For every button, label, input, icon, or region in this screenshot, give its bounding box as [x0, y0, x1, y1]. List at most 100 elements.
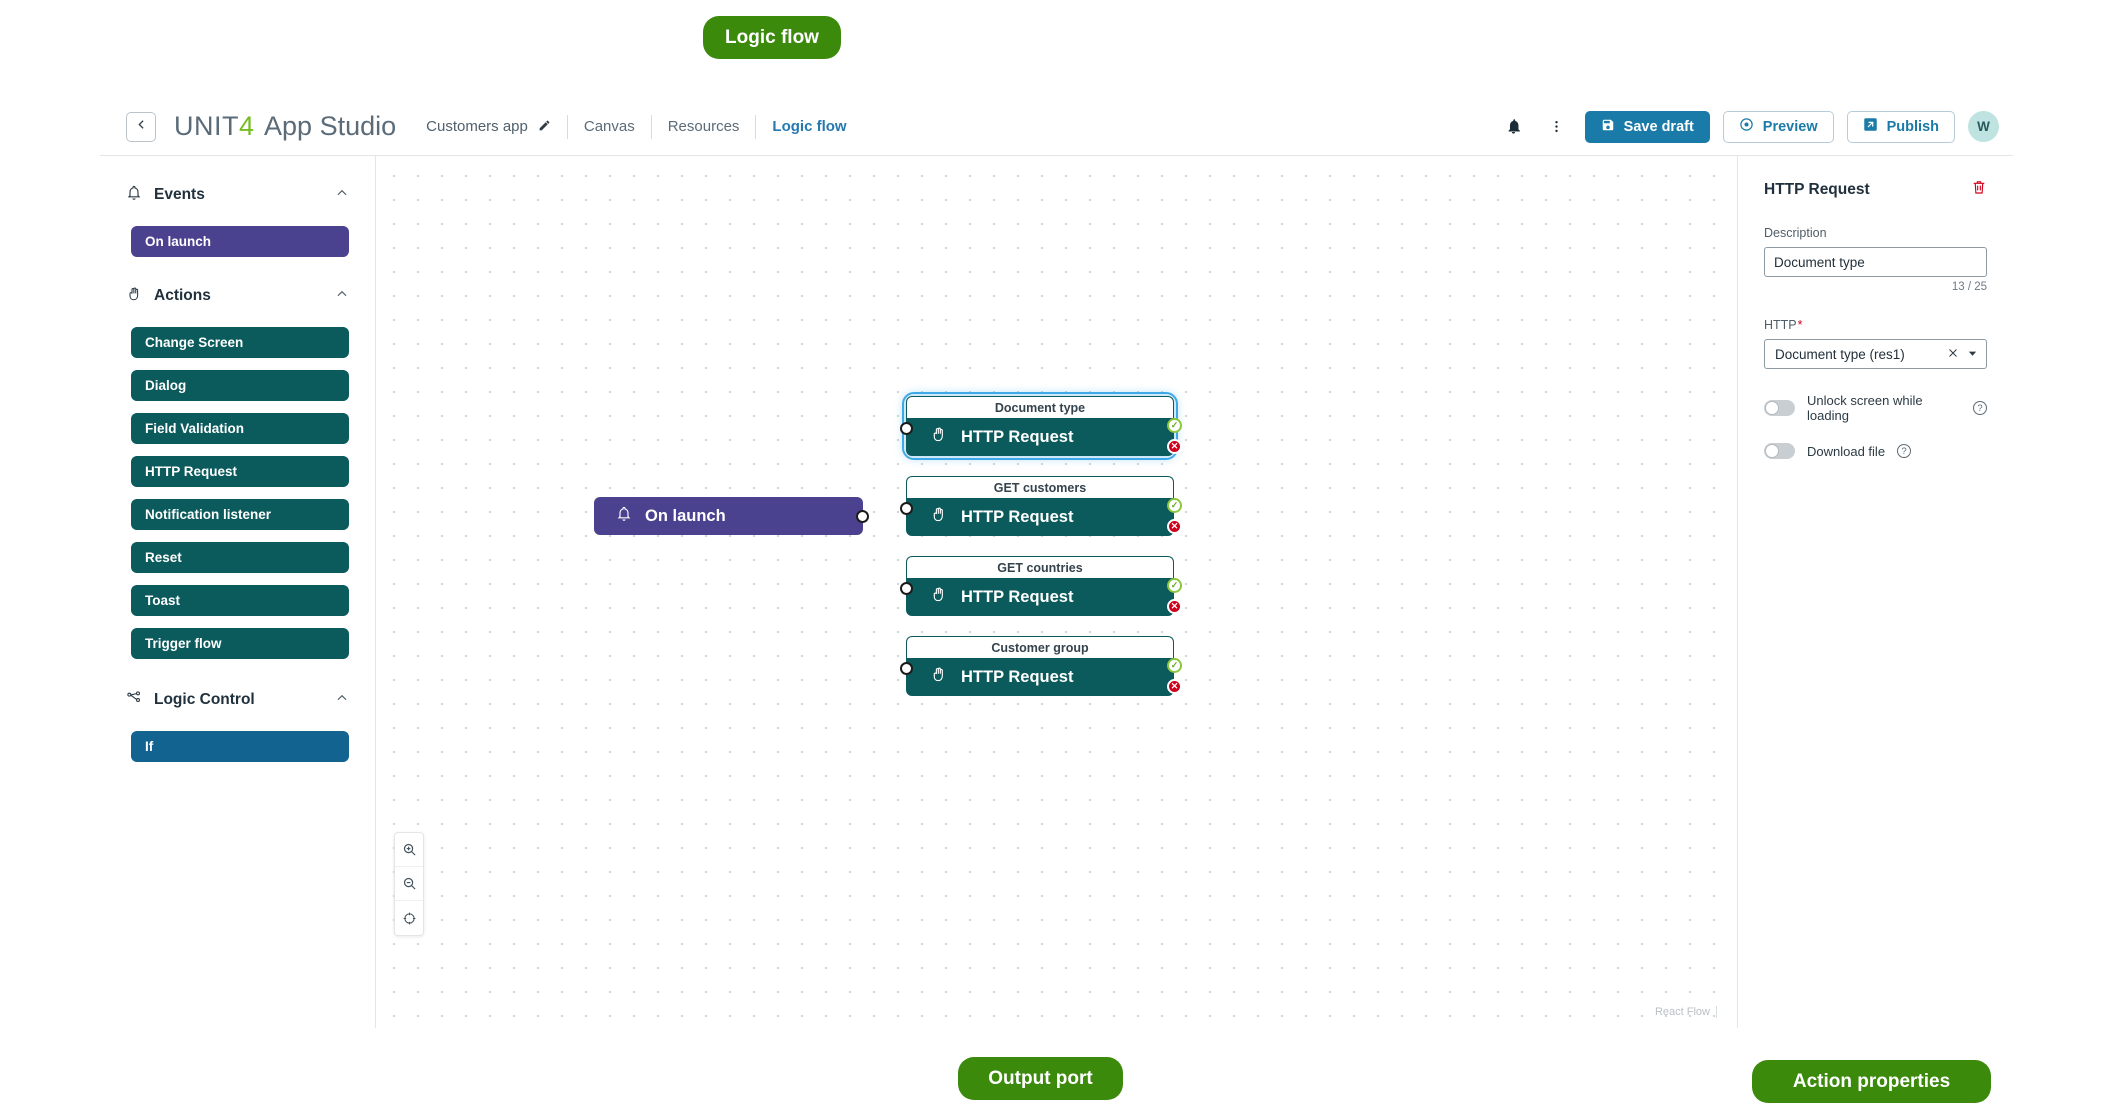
node-error-port[interactable]: ✕: [1167, 599, 1182, 614]
hand-icon: [930, 426, 947, 448]
bell-icon[interactable]: [1499, 112, 1529, 142]
flow-edges: [376, 156, 676, 306]
unlock-screen-toggle[interactable]: [1764, 400, 1795, 416]
palette-events-list: On launch: [100, 212, 375, 269]
zoom-out-icon[interactable]: [395, 867, 423, 901]
chevron-up-icon: [335, 186, 349, 205]
trash-icon[interactable]: [1971, 178, 1987, 201]
node-success-port[interactable]: ✓: [1167, 578, 1182, 593]
flow-node-get-countries[interactable]: GET countries HTTP Request ✓ ✕: [900, 556, 1182, 616]
node-body-document-type[interactable]: HTTP Request: [906, 418, 1174, 456]
palette-section-actions[interactable]: Actions: [100, 279, 375, 313]
annotation-action-properties: Action properties: [1752, 1060, 1991, 1103]
brand-studio-text: App Studio: [264, 111, 397, 141]
save-draft-label: Save draft: [1623, 118, 1694, 135]
palette-chip-on-launch[interactable]: On launch: [131, 226, 349, 257]
palette-chip-http-request[interactable]: HTTP Request: [131, 456, 349, 487]
preview-label: Preview: [1762, 118, 1818, 135]
avatar[interactable]: W: [1968, 111, 1999, 142]
annotation-output-port: Output port: [958, 1057, 1123, 1100]
save-draft-button[interactable]: Save draft: [1584, 110, 1710, 143]
node-success-port[interactable]: ✓: [1167, 498, 1182, 513]
node-success-port[interactable]: ✓: [1167, 658, 1182, 673]
node-error-port[interactable]: ✕: [1167, 439, 1182, 454]
breadcrumb: Customers app Canvas Resources Logic flo…: [426, 114, 847, 139]
pencil-icon[interactable]: [538, 119, 551, 135]
flow-node-document-type[interactable]: Document type HTTP Request ✓ ✕: [900, 392, 1182, 460]
palette-chip-reset[interactable]: Reset: [131, 542, 349, 573]
node-error-port[interactable]: ✕: [1167, 519, 1182, 534]
publish-button[interactable]: Publish: [1846, 110, 1955, 143]
node-title-document-type: Document type: [906, 396, 1174, 418]
app-name-label: Customers app: [426, 118, 528, 135]
toggle-knob: [1765, 401, 1779, 415]
description-char-counter: 13 / 25: [1951, 281, 1987, 293]
save-icon: [1601, 118, 1615, 136]
chevron-down-icon[interactable]: [1967, 347, 1978, 362]
node-body-get-countries[interactable]: HTTP Request: [906, 578, 1174, 616]
node-input-port[interactable]: [900, 582, 913, 595]
properties-panel: HTTP Request Description 13 / 25 HTTP* D…: [1737, 156, 2013, 1028]
on-launch-output-port[interactable]: [856, 510, 869, 523]
eye-icon: [1739, 117, 1754, 136]
http-resource-select[interactable]: Document type (res1): [1764, 339, 1987, 369]
flow-node-on-launch[interactable]: On launch: [594, 497, 869, 535]
divider: [755, 114, 757, 139]
preview-button[interactable]: Preview: [1722, 110, 1834, 143]
node-label-document-type: HTTP Request: [961, 427, 1074, 446]
help-icon[interactable]: ?: [1973, 401, 1987, 415]
palette-section-title: Actions: [154, 287, 211, 304]
description-input[interactable]: [1764, 247, 1987, 277]
flow-node-get-customers[interactable]: GET customers HTTP Request ✓ ✕: [900, 476, 1182, 536]
download-file-label: Download file: [1807, 443, 1886, 459]
on-launch-label: On launch: [645, 506, 726, 525]
chevron-up-icon: [335, 287, 349, 306]
flow-node-customer-group[interactable]: Customer group HTTP Request ✓ ✕: [900, 636, 1182, 696]
node-input-port[interactable]: [900, 502, 913, 515]
chevron-left-icon: [135, 118, 148, 136]
palette-chip-if[interactable]: If: [131, 731, 349, 762]
palette-actions-list: Change Screen Dialog Field Validation HT…: [100, 313, 375, 671]
flow-canvas[interactable]: On launch Document type HTTP Request ✓: [376, 156, 1737, 1028]
bell-icon: [126, 185, 142, 206]
bell-icon: [616, 506, 632, 527]
palette-chip-dialog[interactable]: Dialog: [131, 370, 349, 401]
publish-label: Publish: [1886, 118, 1939, 135]
zoom-in-icon[interactable]: [395, 833, 423, 867]
unlock-screen-label: Unlock screen while loading: [1807, 393, 1923, 423]
node-title-get-customers: GET customers: [906, 476, 1174, 498]
http-resource-value: Document type (res1): [1775, 346, 1905, 362]
nav-logic-flow[interactable]: Logic flow: [772, 118, 847, 135]
nav-canvas[interactable]: Canvas: [583, 118, 635, 135]
on-launch-node-body[interactable]: On launch: [594, 497, 863, 535]
node-success-port[interactable]: ✓: [1167, 418, 1182, 433]
node-label-get-customers: HTTP Request: [961, 507, 1074, 526]
node-input-port[interactable]: [900, 662, 913, 675]
palette-chip-field-validation[interactable]: Field Validation: [131, 413, 349, 444]
close-icon[interactable]: [1947, 347, 1959, 362]
node-input-port[interactable]: [900, 422, 913, 435]
node-body-get-customers[interactable]: HTTP Request: [906, 498, 1174, 536]
fit-view-icon[interactable]: [395, 901, 423, 935]
node-error-port[interactable]: ✕: [1167, 679, 1182, 694]
node-body-customer-group[interactable]: HTTP Request: [906, 658, 1174, 696]
palette-chip-change-screen[interactable]: Change Screen: [131, 327, 349, 358]
nav-resources[interactable]: Resources: [667, 118, 740, 135]
more-vertical-icon[interactable]: [1542, 112, 1572, 142]
chevron-up-icon: [335, 691, 349, 710]
palette-chip-toast[interactable]: Toast: [131, 585, 349, 616]
palette-chip-trigger-flow[interactable]: Trigger flow: [131, 628, 349, 659]
http-label: HTTP*: [1764, 318, 1987, 332]
palette-section-events[interactable]: Events: [100, 178, 375, 212]
hand-icon: [126, 286, 142, 307]
download-file-toggle-row: Download file ?: [1764, 443, 1987, 459]
palette-section-logic-control[interactable]: Logic Control: [100, 683, 375, 717]
palette-section-title: Events: [154, 186, 205, 203]
palette-chip-notification-listener[interactable]: Notification listener: [131, 499, 349, 530]
download-file-toggle[interactable]: [1764, 443, 1795, 459]
back-button[interactable]: [126, 111, 156, 142]
hand-icon: [930, 586, 947, 608]
node-label-get-countries: HTTP Request: [961, 587, 1074, 606]
help-icon[interactable]: ?: [1897, 444, 1912, 458]
